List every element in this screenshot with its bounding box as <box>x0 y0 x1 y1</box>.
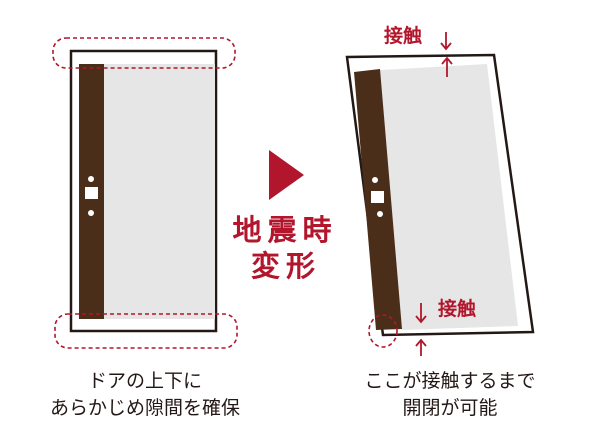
right-door-panel <box>380 64 518 330</box>
arrow-down-icon <box>440 32 452 51</box>
left-door-panel <box>104 64 215 319</box>
right-door: 接触 接触 ここが接触するまで 開閉が可能 <box>345 24 536 419</box>
left-door-caption-line2: あらかじめ隙間を確保 <box>50 397 240 419</box>
arrow-down-icon <box>415 303 427 324</box>
right-door-lock-top <box>372 177 378 183</box>
right-door-handle <box>371 191 384 203</box>
arrow-up-icon <box>441 56 453 77</box>
right-door-top-contact-label: 接触 <box>384 24 422 47</box>
left-door-lock-bottom <box>88 210 94 216</box>
left-door-lock-top <box>88 176 94 182</box>
right-door-lock-bottom <box>377 211 383 217</box>
left-door-caption-line1: ドアの上下に <box>88 370 202 392</box>
right-door-caption-line2: 開閉が可能 <box>402 397 497 419</box>
center-label-line2: 変形 <box>251 249 321 283</box>
center-label-line1: 地震時 <box>232 213 337 247</box>
left-door-handle <box>85 187 98 199</box>
right-door-caption-line1: ここが接触するまで <box>364 370 535 392</box>
left-door: ドアの上下に あらかじめ隙間を確保 <box>50 37 240 419</box>
right-door-bottom-contact-label: 接触 <box>438 297 476 320</box>
center-transition: 地震時 変形 <box>232 150 337 283</box>
left-door-bottom-gap-highlight <box>54 313 238 349</box>
left-door-top-gap-highlight <box>52 37 236 69</box>
arrow-up-icon <box>415 338 427 356</box>
right-door-contact-highlight <box>368 314 398 348</box>
play-arrow-icon <box>269 150 304 200</box>
